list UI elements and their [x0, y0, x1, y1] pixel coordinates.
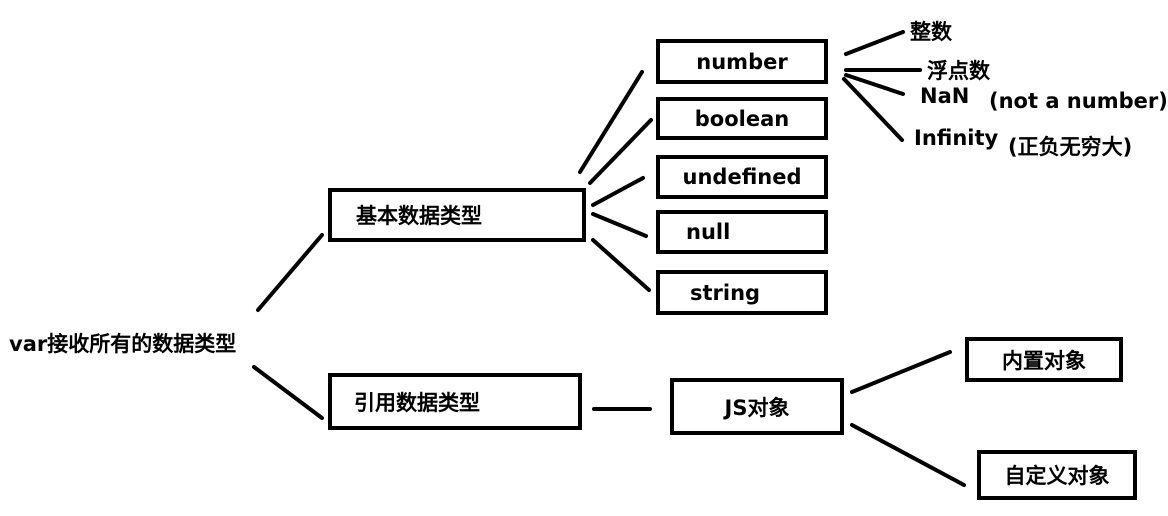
line-primitive-to-null	[591, 212, 648, 238]
type-box-number: number	[656, 39, 828, 84]
line-root-to-reference	[252, 365, 324, 420]
number-kind-integer: 整数	[910, 20, 952, 44]
type-label-string: string	[690, 280, 761, 305]
root-label: var接收所有的数据类型	[9, 332, 237, 356]
js-object-label: JS对象	[724, 395, 790, 420]
line-number-to-nan	[844, 73, 905, 96]
type-label-number: number	[696, 49, 788, 74]
line-primitive-to-string	[591, 238, 651, 292]
builtin-object-label: 内置对象	[1002, 348, 1086, 373]
number-kind-nan: NaN	[920, 84, 970, 108]
reference-types-label: 引用数据类型	[354, 390, 480, 415]
number-kind-infinity: Infinity	[914, 126, 999, 150]
line-jsobject-to-builtin	[850, 350, 952, 394]
js-object-box: JS对象	[670, 378, 844, 435]
type-box-boolean: boolean	[656, 97, 828, 140]
line-primitive-to-number	[578, 70, 644, 174]
reference-types-box: 引用数据类型	[328, 373, 582, 430]
number-kind-nan-note: (not a number)	[989, 89, 1168, 113]
line-primitive-to-undefined	[591, 176, 645, 207]
custom-object-box: 自定义对象	[977, 450, 1137, 500]
line-number-to-infinity	[842, 77, 904, 142]
number-kind-float: 浮点数	[927, 59, 990, 83]
custom-object-label: 自定义对象	[1004, 464, 1110, 488]
type-box-string: string	[656, 270, 828, 315]
primitive-types-label: 基本数据类型	[356, 204, 482, 228]
type-box-null: null	[656, 210, 828, 254]
line-jsobject-to-custom	[850, 423, 966, 487]
builtin-object-box: 内置对象	[965, 337, 1123, 382]
line-number-to-integer	[844, 30, 905, 56]
type-label-undefined: undefined	[682, 165, 802, 189]
type-label-boolean: boolean	[694, 106, 790, 131]
primitive-types-box: 基本数据类型	[328, 188, 586, 242]
type-box-undefined: undefined	[656, 155, 828, 199]
line-primitive-to-boolean	[588, 118, 653, 185]
number-kind-infinity-note: (正负无穷大)	[1008, 135, 1133, 159]
line-root-to-primitive	[256, 233, 324, 312]
type-label-null: null	[686, 220, 731, 244]
